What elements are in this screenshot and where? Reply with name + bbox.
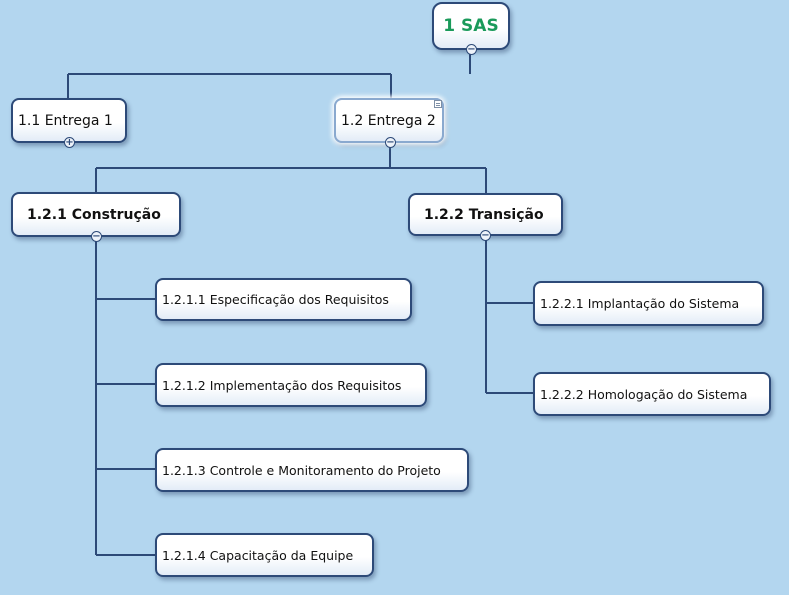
node-label: 1.2.1.3 Controle e Monitoramento do Proj… bbox=[162, 462, 441, 478]
node-label: 1.2.1.2 Implementação dos Requisitos bbox=[162, 377, 402, 393]
node-transicao-label: 1.2.2 Transição bbox=[424, 206, 544, 223]
connector-construcao bbox=[95, 237, 156, 556]
collapse-icon[interactable]: − bbox=[91, 230, 102, 242]
collapse-icon[interactable]: − bbox=[466, 43, 477, 55]
node-label: 1.2.1.4 Capacitação da Equipe bbox=[162, 547, 354, 563]
node-entrega-1-label: 1.1 Entrega 1 bbox=[18, 112, 113, 129]
node-construcao-child-2[interactable]: 1.2.1.2 Implementação dos Requisitos bbox=[155, 363, 427, 407]
collapse-icon[interactable]: − bbox=[480, 229, 491, 241]
connector-root bbox=[67, 50, 471, 98]
node-root-label: 1 SAS bbox=[443, 16, 499, 36]
node-label: 1.2.2.2 Homologação do Sistema bbox=[540, 386, 748, 402]
collapse-icon[interactable]: − bbox=[385, 136, 396, 148]
node-root[interactable]: 1 SAS − bbox=[432, 2, 510, 55]
node-transicao[interactable]: 1.2.2 Transição − bbox=[408, 193, 563, 241]
node-construcao-child-3[interactable]: 1.2.1.3 Controle e Monitoramento do Proj… bbox=[155, 448, 469, 492]
node-transicao-child-1[interactable]: 1.2.2.1 Implantação do Sistema bbox=[533, 281, 764, 326]
node-label: 1.2.2.1 Implantação do Sistema bbox=[540, 296, 740, 311]
node-construcao-label: 1.2.1 Construção bbox=[27, 206, 161, 223]
node-construcao[interactable]: 1.2.1 Construção − bbox=[11, 192, 181, 242]
connector-entrega2 bbox=[95, 144, 487, 193]
connector-transicao bbox=[485, 236, 534, 394]
node-transicao-child-2[interactable]: 1.2.2.2 Homologação do Sistema bbox=[533, 372, 771, 416]
expand-icon[interactable]: + bbox=[64, 136, 75, 148]
node-entrega-2[interactable]: 1.2 Entrega 2 − bbox=[334, 98, 444, 148]
node-construcao-child-4[interactable]: 1.2.1.4 Capacitação da Equipe bbox=[155, 533, 374, 577]
node-entrega-2-label: 1.2 Entrega 2 bbox=[341, 112, 436, 129]
note-icon[interactable] bbox=[434, 100, 442, 108]
node-construcao-child-1[interactable]: 1.2.1.1 Especificação dos Requisitos bbox=[155, 278, 412, 321]
node-entrega-1[interactable]: 1.1 Entrega 1 + bbox=[11, 98, 127, 148]
node-label: 1.2.1.1 Especificação dos Requisitos bbox=[162, 292, 389, 307]
